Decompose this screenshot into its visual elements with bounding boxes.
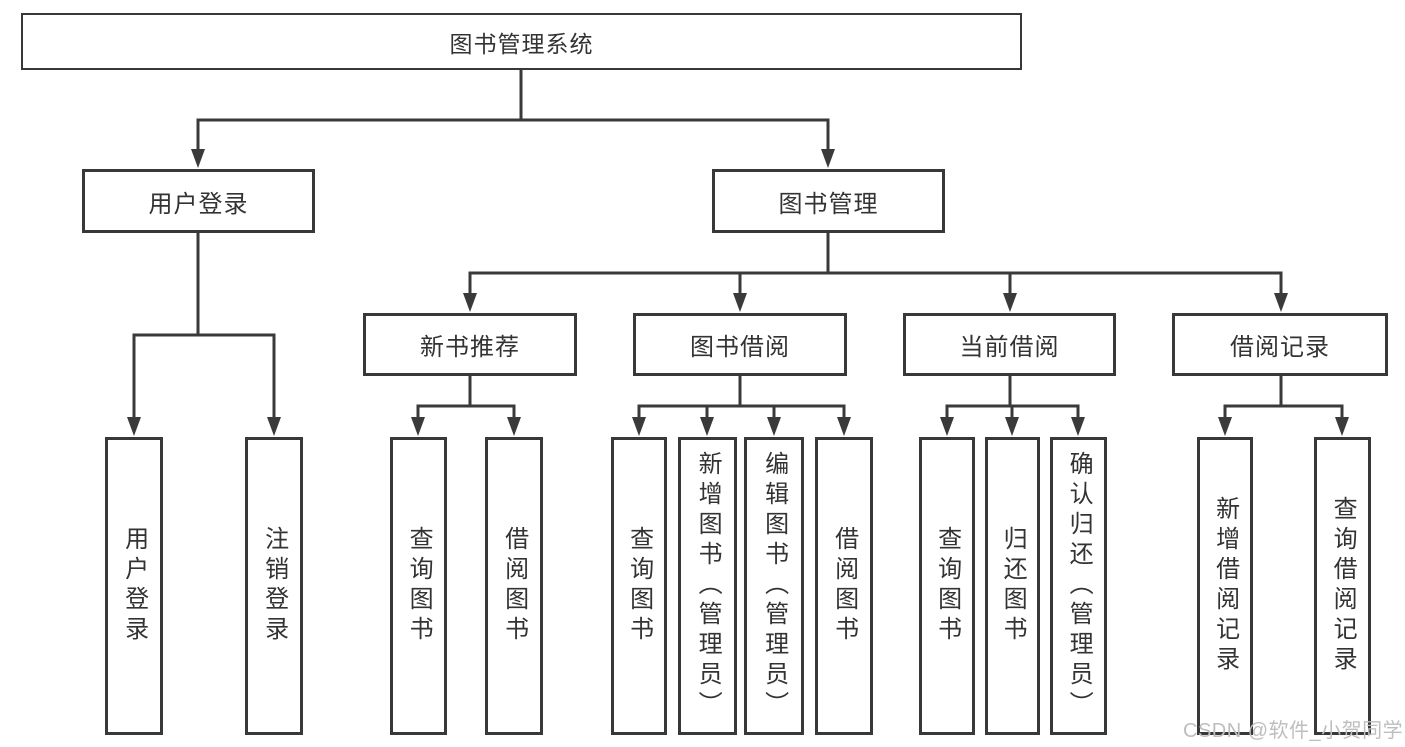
node-user-login: 用户登录 — [105, 437, 163, 735]
node-add-book-admin: 新增图书（管理员） — [678, 437, 737, 735]
node-borrowing-records: 借阅记录 — [1172, 313, 1388, 376]
node-new-book-recommendation: 新书推荐 — [363, 313, 577, 376]
node-edit-book-admin: 编辑图书（管理员） — [744, 437, 804, 735]
node-logout: 注销登录 — [245, 437, 303, 735]
node-return-books: 归还图书 — [985, 437, 1040, 735]
node-book-borrowing: 图书借阅 — [633, 313, 847, 376]
watermark: CSDN @软件_小贺同学 — [1183, 720, 1404, 742]
node-add-borrow-record: 新增借阅记录 — [1197, 437, 1253, 735]
node-query-borrow-record: 查询借阅记录 — [1314, 437, 1371, 735]
node-library-system: 图书管理系统 — [21, 13, 1022, 70]
node-query-books-borrowing: 查询图书 — [611, 437, 667, 735]
node-query-books-recommend: 查询图书 — [390, 437, 447, 735]
node-borrow-books-borrowing: 借阅图书 — [815, 437, 873, 735]
node-query-books-current: 查询图书 — [919, 437, 975, 735]
node-book-management: 图书管理 — [712, 169, 945, 233]
node-current-borrowing: 当前借阅 — [903, 313, 1116, 376]
node-user-login-branch: 用户登录 — [82, 169, 315, 233]
node-confirm-return-admin: 确认归还（管理员） — [1050, 437, 1107, 735]
node-borrow-books-recommend: 借阅图书 — [485, 437, 543, 735]
